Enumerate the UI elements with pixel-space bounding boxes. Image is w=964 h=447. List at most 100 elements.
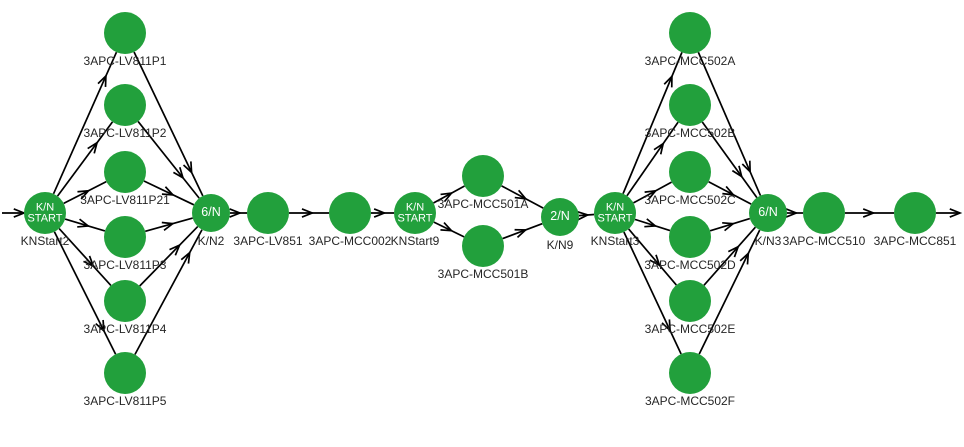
node-circle-mcc502a[interactable]	[669, 12, 711, 54]
node-circle-lv811p21[interactable]	[104, 151, 146, 193]
node-circle-mcc510[interactable]	[803, 192, 845, 234]
arrowhead-knstart9-to-mcc501b	[440, 221, 454, 232]
node-lv811p1[interactable]	[104, 12, 146, 54]
node-circle-mcc002[interactable]	[329, 192, 371, 234]
arrowhead-mcc502a-to-kn3	[741, 160, 752, 174]
node-circle-lv851[interactable]	[247, 192, 289, 234]
node-caption-lv811p2: 3APC-LV811P2	[84, 126, 167, 140]
node-kn9[interactable]: 2/N	[541, 198, 579, 236]
node-circle-mcc502c[interactable]	[669, 151, 711, 193]
node-mcc502b[interactable]	[669, 84, 711, 126]
arrowhead-knstart2-to-lv811p4	[83, 255, 95, 268]
node-caption-mcc501a: 3APC-MCC501A	[438, 197, 529, 211]
node-circle-mcc501b[interactable]	[462, 225, 504, 267]
node-circle-mcc502f[interactable]	[669, 352, 711, 394]
node-mcc502e[interactable]	[669, 280, 711, 322]
node-kn3[interactable]: 6/N	[749, 194, 787, 232]
node-circle-knstart3[interactable]	[594, 192, 636, 234]
arrowhead-lv811p1-to-kn2	[182, 161, 193, 175]
edge-lv811p3-to-kn2	[145, 217, 193, 233]
node-circle-mcc502b[interactable]	[669, 84, 711, 126]
arrowhead-knstart2-to-lv811p3	[77, 218, 91, 228]
edge-mcc502d-to-kn3	[709, 217, 751, 232]
node-lv811p5[interactable]	[104, 352, 146, 394]
edge-knstart3-to-mcc502f	[623, 231, 682, 355]
edge-mcc501a-to-kn9	[501, 185, 544, 209]
node-circle-kn2[interactable]	[192, 194, 230, 232]
node-caption-mcc851: 3APC-MCC851	[874, 234, 957, 248]
node-circle-kn3[interactable]	[749, 194, 787, 232]
node-circle-knstart9[interactable]	[394, 192, 436, 234]
edge-mcc502c-to-kn3	[708, 181, 752, 205]
node-circle-knstart2[interactable]	[24, 192, 66, 234]
node-mcc502c[interactable]	[669, 151, 711, 193]
node-caption-lv851: 3APC-LV851	[233, 234, 302, 248]
node-lv811p21[interactable]	[104, 151, 146, 193]
edge-knstart2-to-lv811p2	[56, 121, 114, 197]
node-circle-lv811p4[interactable]	[104, 280, 146, 322]
edge-mcc502f-to-kn3	[698, 229, 761, 355]
node-kn2[interactable]: 6/N	[192, 194, 230, 232]
node-mcc501b[interactable]	[462, 225, 504, 267]
node-mcc851[interactable]	[894, 192, 936, 234]
node-mcc501a[interactable]	[462, 155, 504, 197]
edge-mcc502b-to-kn3	[701, 121, 758, 199]
node-circle-mcc502e[interactable]	[669, 280, 711, 322]
captions-layer: KNStart23APC-LV811P13APC-LV811P23APC-LV8…	[21, 54, 957, 408]
node-circle-lv811p5[interactable]	[104, 352, 146, 394]
node-caption-mcc501b: 3APC-MCC501B	[438, 267, 529, 281]
arrowhead-knstart2-to-lv811p5	[95, 319, 106, 334]
arrowhead-knstart2-to-lv811p1	[97, 73, 107, 87]
node-mcc502f[interactable]	[669, 352, 711, 394]
arrowhead-knstart3-to-mcc502f	[661, 319, 672, 333]
node-mcc502d[interactable]	[669, 216, 711, 258]
arrowhead-lv851-to-mcc002	[301, 208, 315, 218]
edge-lv811p4-to-kn2	[139, 225, 199, 287]
node-caption-mcc502b: 3APC-MCC502B	[645, 126, 736, 140]
node-caption-lv811p21: 3APC-LV811P21	[80, 193, 170, 207]
edge-knstart3-to-mcc502e	[627, 228, 678, 286]
arrowhead-lv811p3-to-kn2	[161, 221, 175, 232]
node-lv811p2[interactable]	[104, 84, 146, 126]
node-caption-kn3: K/N3	[755, 234, 782, 248]
arrowhead-mcc510-to-mcc851	[862, 208, 876, 218]
node-circle-mcc851[interactable]	[894, 192, 936, 234]
node-circle-lv811p3[interactable]	[104, 216, 146, 258]
node-caption-knstart2: KNStart2	[21, 234, 70, 248]
arrowhead-mcc502d-to-kn3	[722, 221, 736, 232]
node-caption-kn2: K/N2	[198, 234, 225, 248]
arrowhead-lv811p2-to-kn2	[172, 167, 185, 180]
node-circle-mcc502d[interactable]	[669, 216, 711, 258]
arrowhead-mcc501a-to-kn9	[514, 189, 528, 200]
edges-layer	[2, 51, 963, 355]
node-caption-knstart3: KNStart3	[591, 234, 640, 248]
arrowhead-kn2-to-lv851	[229, 208, 243, 218]
node-mcc510[interactable]	[803, 192, 845, 234]
node-circle-lv811p2[interactable]	[104, 84, 146, 126]
node-caption-mcc502e: 3APC-MCC502E	[645, 322, 736, 336]
node-lv811p3[interactable]	[104, 216, 146, 258]
node-circle-kn9[interactable]	[541, 198, 579, 236]
node-mcc002[interactable]	[329, 192, 371, 234]
node-lv811p4[interactable]	[104, 280, 146, 322]
edge-mcc501b-to-kn9	[502, 222, 543, 240]
edge-knstart3-to-mcc502d	[634, 218, 671, 232]
edge-knstart9-to-mcc501a	[433, 185, 465, 204]
node-caption-mcc510: 3APC-MCC510	[783, 234, 866, 248]
node-circle-lv811p1[interactable]	[104, 12, 146, 54]
arrowhead-lv811p21-to-kn2	[161, 186, 175, 196]
edge-lv811p2-to-kn2	[137, 120, 200, 199]
arrowhead-lv811p5-to-kn2	[180, 250, 191, 264]
node-circle-mcc501a[interactable]	[462, 155, 504, 197]
arrowhead-mcc502b-to-kn3	[731, 165, 743, 179]
node-caption-mcc502a: 3APC-MCC502A	[645, 54, 736, 68]
edge-lv811p21-to-kn2	[143, 180, 195, 206]
node-caption-mcc502f: 3APC-MCC502F	[645, 394, 735, 408]
node-lv851[interactable]	[247, 192, 289, 234]
node-mcc502a[interactable]	[669, 12, 711, 54]
